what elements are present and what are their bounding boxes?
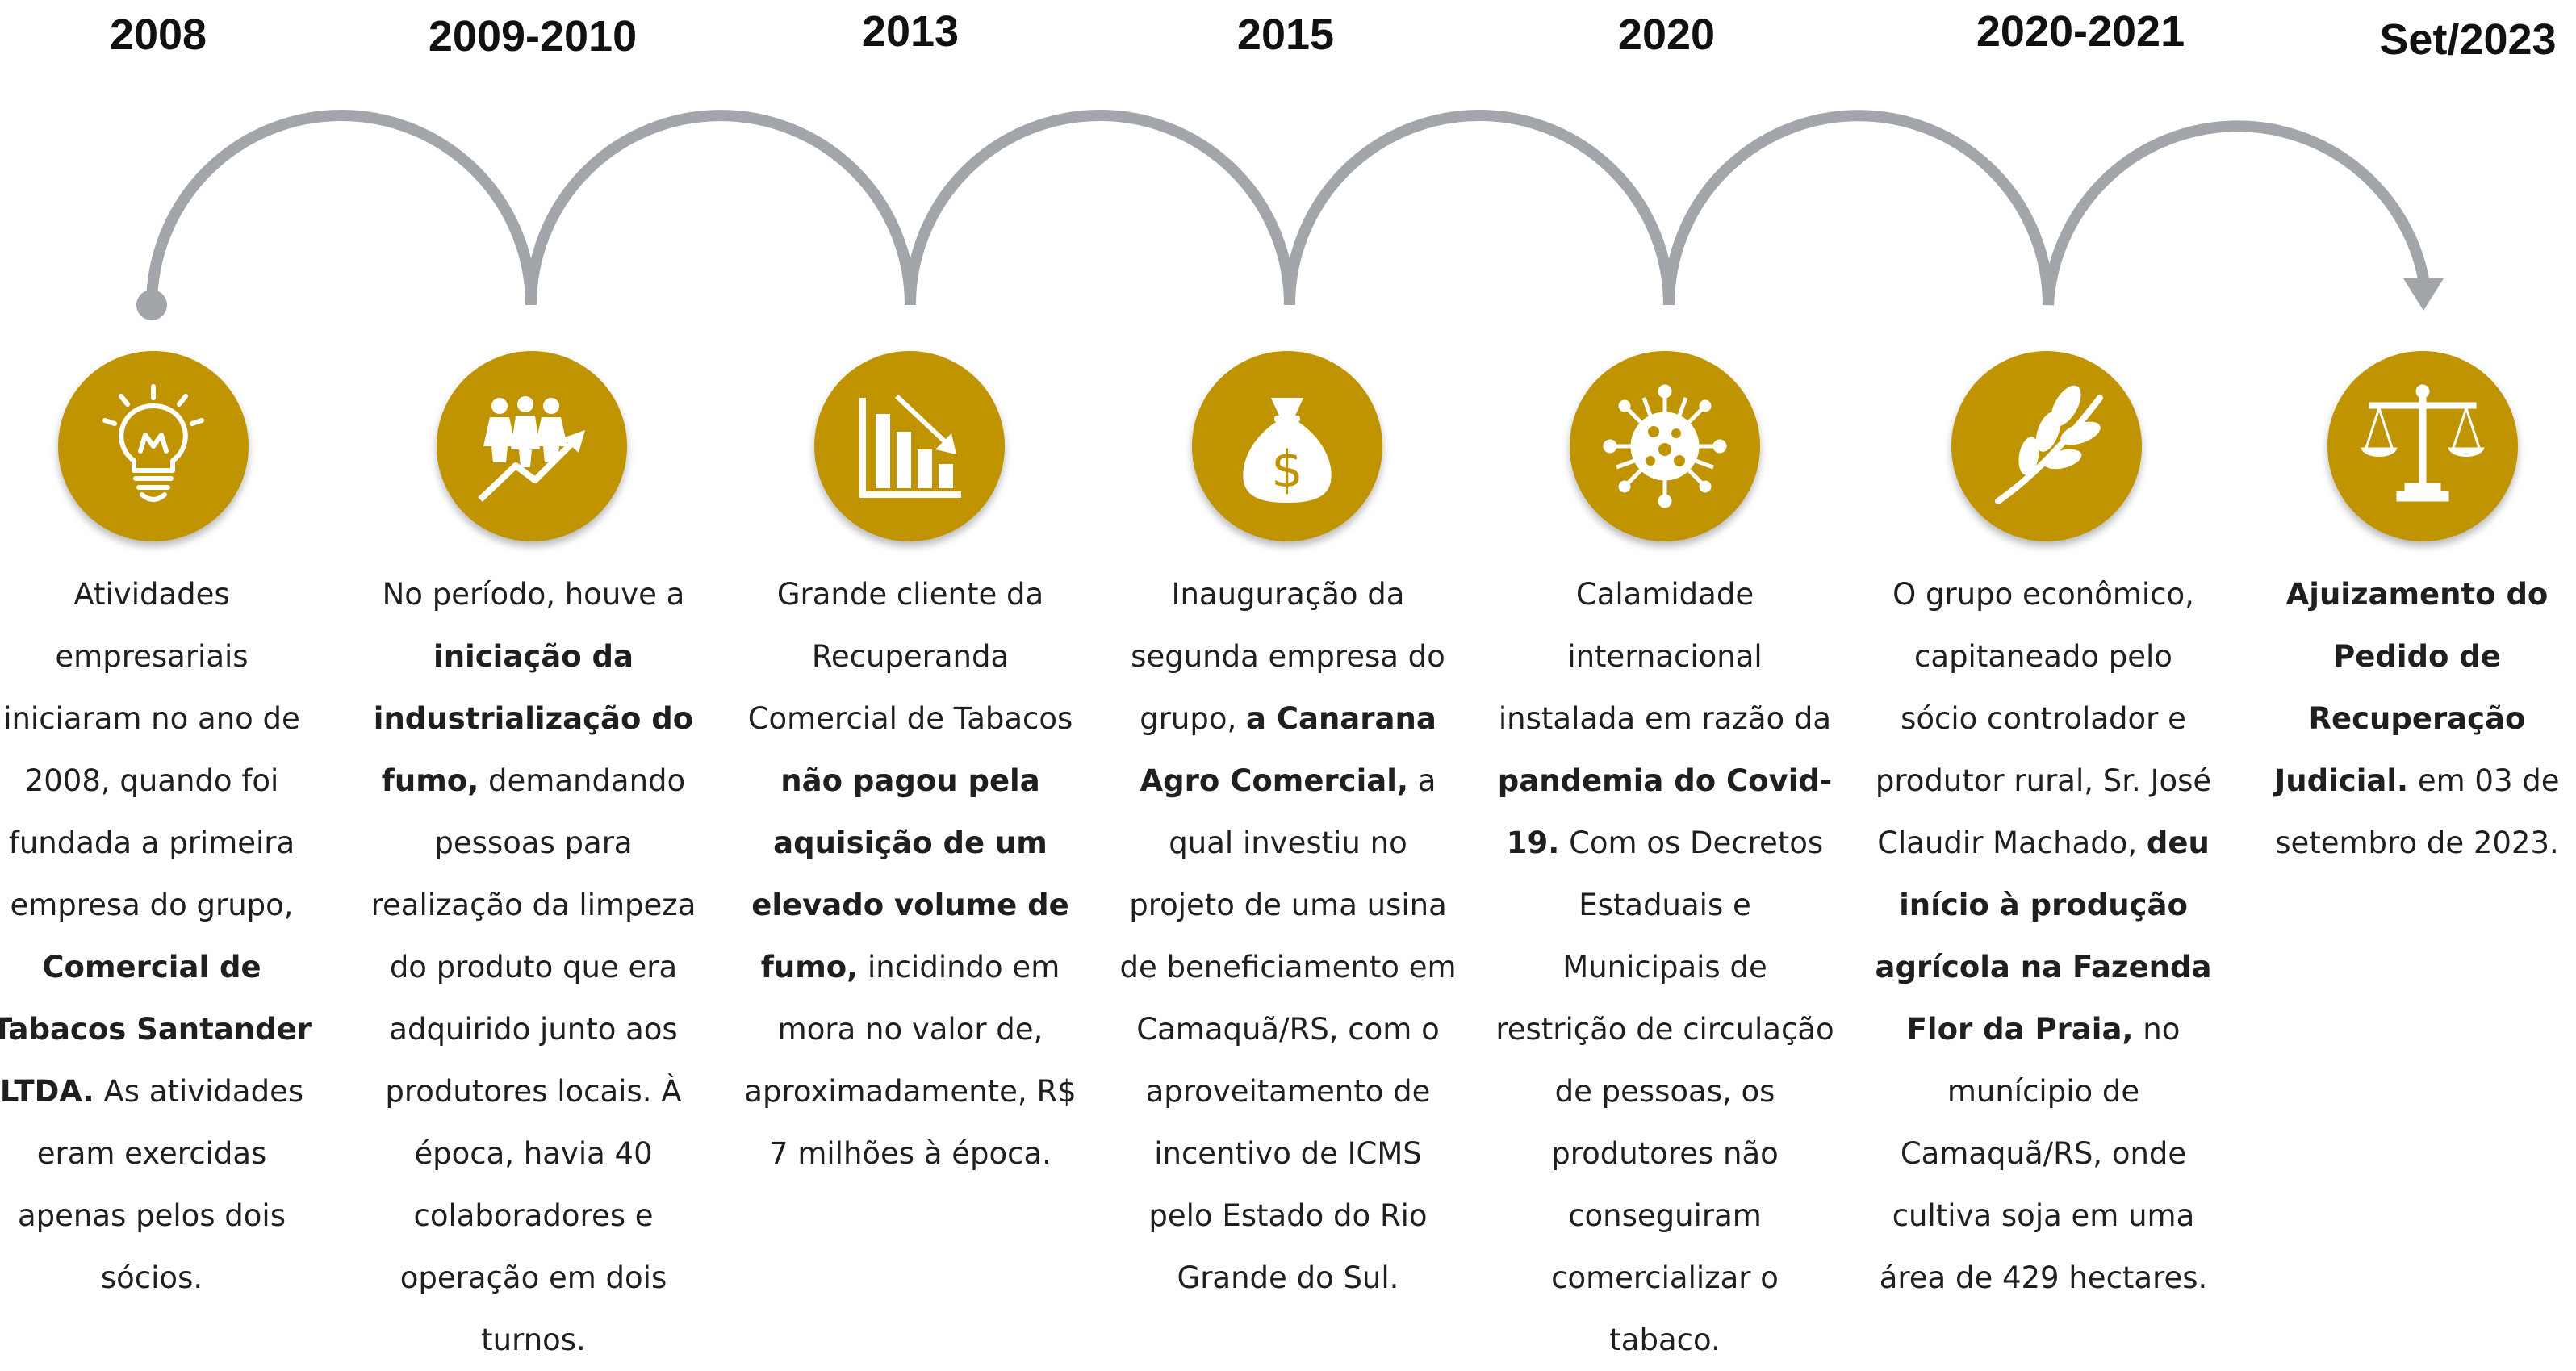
description-text: Com os Decretos Estaduais e Municipais d… xyxy=(1495,826,1834,1357)
event-description: No período, houve a iniciação da industr… xyxy=(364,563,703,1371)
event-description: Ajuizamento do Pedido de Recuperação Jud… xyxy=(2248,563,2576,874)
timeline-start-dot xyxy=(136,290,167,320)
virus-icon xyxy=(1570,351,1760,541)
scales-of-justice-icon xyxy=(2327,351,2518,541)
event-description: Grande cliente da Recuperanda Comercial … xyxy=(741,563,1080,1185)
description-text: no munícipio de Camaquã/RS, onde cultiva… xyxy=(1879,1012,2208,1295)
timeline-arc-path xyxy=(146,110,2429,311)
description-text: No período, houve a xyxy=(382,577,685,612)
description-bold-text: iniciação da industrialização do fumo, xyxy=(373,639,694,798)
year-label: 2008 xyxy=(109,10,207,59)
money-bag-icon: $ xyxy=(1192,351,1382,541)
year-label: Set/2023 xyxy=(2379,15,2557,64)
event-description: Inauguração da segunda empresa do grupo,… xyxy=(1119,563,1457,1309)
description-bold-text: Comercial de Tabacos Santander LTDA. xyxy=(0,950,312,1109)
description-text: O grupo econômico, capitaneado pelo sóci… xyxy=(1875,577,2212,860)
description-text: Inauguração da segunda empresa do grupo, xyxy=(1131,577,1445,736)
timeline-arcs xyxy=(136,110,2444,320)
timeline-arrowhead xyxy=(2403,278,2444,311)
event-description: Calamidade internacional instalada em ra… xyxy=(1495,563,1834,1371)
description-text: a qual investiu no projeto de uma usina … xyxy=(1119,763,1457,1295)
year-label: 2020 xyxy=(1617,10,1716,59)
year-label: 2020-2021 xyxy=(1976,7,2185,56)
description-text: demandando pessoas para realização da li… xyxy=(370,763,696,1357)
description-text: Calamidade internacional instalada em ra… xyxy=(1498,577,1832,736)
year-label: 2013 xyxy=(861,7,960,56)
people-growth-icon xyxy=(437,351,627,541)
description-bold-text: deu início à produção agrícola na Fazend… xyxy=(1875,826,2212,1047)
description-text: incidindo em mora no valor de, aproximad… xyxy=(744,950,1077,1171)
description-text: Atividades empresariais iniciaram no ano… xyxy=(3,577,300,922)
year-label: 2015 xyxy=(1236,10,1335,59)
lightbulb-icon xyxy=(58,351,249,541)
description-bold-text: a Canarana Agro Comercial, xyxy=(1140,701,1436,798)
year-label: 2009-2010 xyxy=(428,12,638,61)
event-description: Atividades empresariais iniciaram no ano… xyxy=(0,563,321,1309)
description-bold-text: pandemia do Covid-19. xyxy=(1497,763,1833,860)
description-text: em 03 de setembro de 2023. xyxy=(2275,763,2560,860)
description-bold-text: não pagou pela aquisição de um elevado v… xyxy=(751,763,1069,984)
svg-text:$: $ xyxy=(1271,440,1303,499)
description-text: As atividades eram exercidas apenas pelo… xyxy=(18,1074,304,1295)
description-bold-text: Ajuizamento do Pedido de Recuperação Jud… xyxy=(2274,577,2549,798)
event-description: O grupo econômico, capitaneado pelo sóci… xyxy=(1874,563,2213,1309)
plant-sprout-icon xyxy=(1951,351,2142,541)
declining-chart-icon xyxy=(814,351,1005,541)
description-text: Grande cliente da Recuperanda Comercial … xyxy=(747,577,1073,736)
